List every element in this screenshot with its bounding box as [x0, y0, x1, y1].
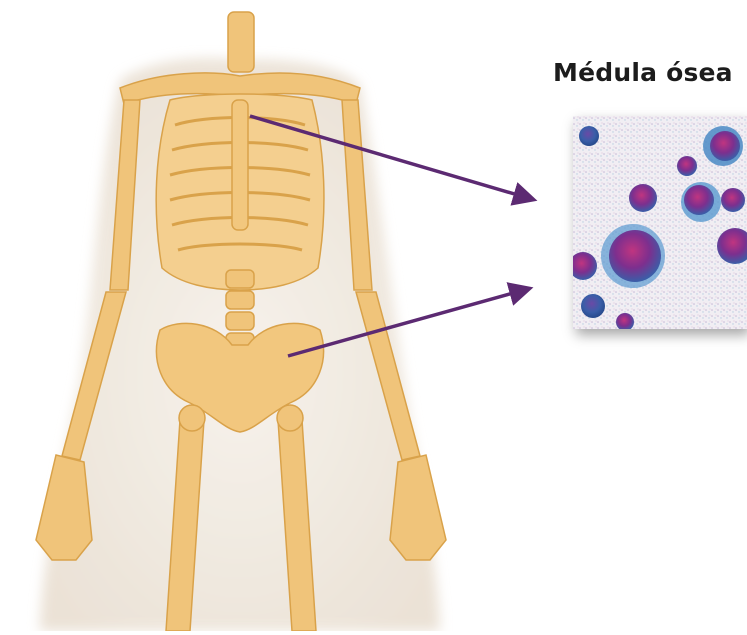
- cervical-spine: [228, 12, 254, 72]
- left-hand: [36, 455, 92, 560]
- marrow-title: Médula ósea: [553, 58, 733, 87]
- bone-marrow-cells-icon: [573, 116, 747, 329]
- right-hip-joint: [277, 405, 303, 431]
- sternum: [232, 100, 248, 230]
- right-hand: [390, 455, 446, 560]
- bone-marrow-micrograph: [573, 116, 747, 329]
- left-hip-joint: [179, 405, 205, 431]
